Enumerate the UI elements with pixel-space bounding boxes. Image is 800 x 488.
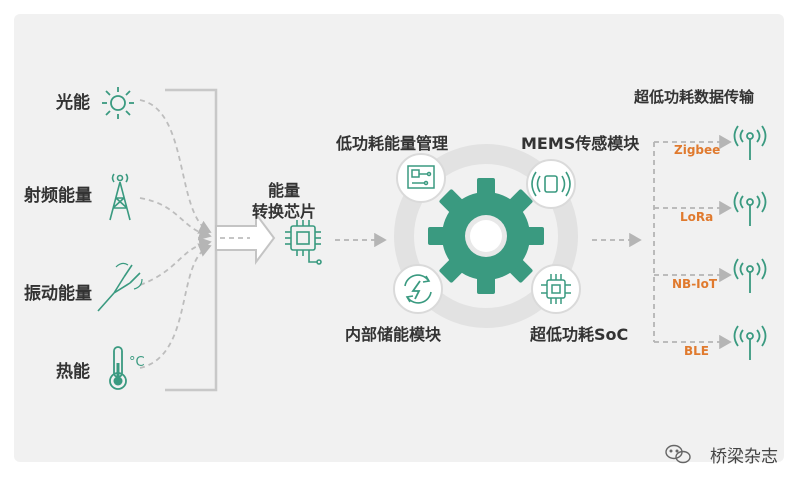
protocol-label-lora: LoRa (680, 210, 714, 224)
gear-icon (428, 178, 544, 294)
module-label-storage: 内部储能模块 (345, 325, 442, 344)
module-bubble-top-right (526, 159, 576, 209)
core-ring (394, 144, 578, 328)
thermometer-icon (109, 346, 127, 390)
flow-line-solar (139, 99, 212, 234)
transmission-title: 超低功耗数据传输 (634, 88, 755, 106)
flow-line-rf (139, 197, 212, 241)
source-bracket (165, 88, 218, 392)
flow-line-thermal (139, 243, 212, 369)
wechat-icon (665, 444, 691, 464)
chip-label-line1: 能量 (267, 181, 300, 200)
antenna-icon-zigbee (733, 125, 767, 160)
module-bubble-bottom-left (393, 264, 443, 314)
antenna-icon-lora (733, 191, 767, 226)
source-label-rf: 射频能量 (24, 186, 92, 206)
source-label-thermal: 热能 (56, 362, 90, 382)
protocol-label-zigbee: Zigbee (674, 143, 721, 157)
source-label-vibration: 振动能量 (24, 284, 92, 304)
protocol-label-nbiot: NB-IoT (672, 277, 718, 291)
chip-label-line2: 转换芯片 (251, 202, 316, 221)
energy-cycle-icon (404, 274, 432, 304)
sensor-waves-icon (531, 171, 571, 197)
module-label-power-management: 低功耗能量管理 (336, 134, 449, 153)
soc-chip-icon (541, 274, 571, 304)
source-flow-lines (139, 99, 212, 369)
antenna-icon-ble (733, 325, 767, 360)
protocol-tree (653, 134, 732, 350)
module-bubble-bottom-right (531, 264, 581, 314)
flow-line-vibration (139, 237, 212, 286)
sun-icon (102, 87, 134, 119)
module-bubble-top-left (396, 153, 446, 203)
chip-input-arrow (215, 211, 276, 265)
source-label-solar: 光能 (56, 93, 90, 113)
chip-label: 能量 转换芯片 (244, 180, 324, 222)
protocol-label-ble: BLE (684, 344, 709, 358)
radio-tower-icon (109, 173, 131, 221)
module-label-mems: MEMS传感模块 (521, 134, 640, 153)
antenna-icon-nbiot (733, 258, 767, 293)
chip-icon (285, 220, 322, 265)
tuning-fork-icon (97, 262, 143, 312)
thermometer-unit-label: °C (129, 355, 145, 370)
module-label-soc: 超低功耗SoC (530, 325, 629, 344)
footer-text: 桥梁杂志 (710, 447, 778, 467)
circuit-board-icon (407, 165, 435, 189)
footer-watermark: 桥梁杂志 (710, 442, 778, 467)
